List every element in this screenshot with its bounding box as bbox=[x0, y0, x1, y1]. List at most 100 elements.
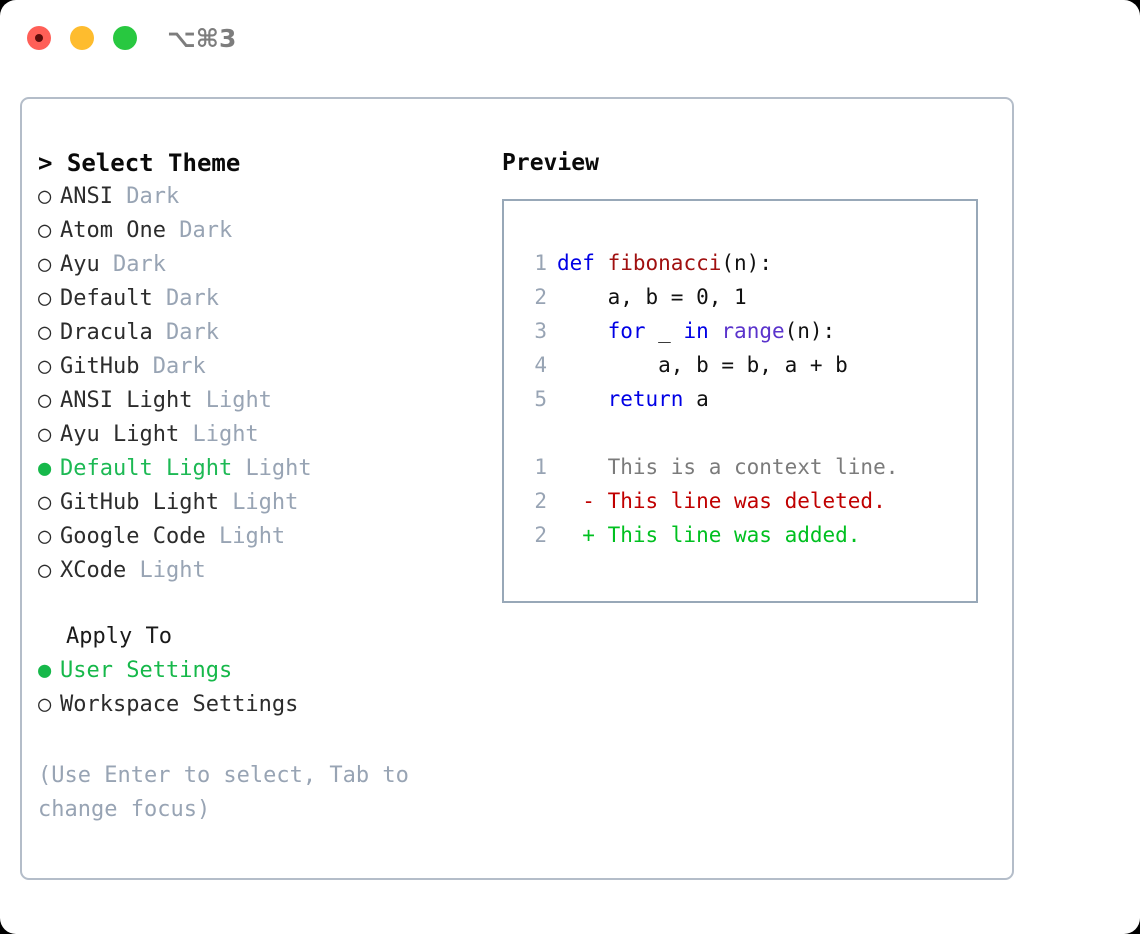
theme-list-item[interactable]: ○GitHub Light Light bbox=[38, 486, 478, 520]
radio-unselected-icon: ○ bbox=[38, 524, 52, 549]
diff-sample: 1 This is a context line. 2 - This line w… bbox=[521, 450, 898, 552]
theme-name-label: Dracula bbox=[60, 320, 166, 345]
radio-unselected-icon: ○ bbox=[38, 388, 52, 413]
theme-list-item[interactable]: ○ Google Code Light bbox=[38, 520, 478, 554]
theme-list-item[interactable]: ○ Ayu Dark bbox=[38, 248, 478, 282]
maximize-button-icon[interactable] bbox=[113, 26, 137, 50]
code-token: in bbox=[683, 319, 709, 343]
code-line: 2 a, b = 0, 1 bbox=[521, 280, 848, 314]
code-line-number: 2 bbox=[534, 285, 547, 309]
code-token: a bbox=[683, 387, 709, 411]
theme-name-label: GitHub Light bbox=[60, 490, 233, 515]
theme-name-label: GitHub bbox=[60, 354, 153, 379]
radio-unselected-icon: ○ bbox=[38, 184, 52, 209]
diff-line-number: 2 bbox=[534, 523, 547, 547]
code-token: _ bbox=[645, 319, 684, 343]
radio-unselected-icon: ○ bbox=[38, 490, 52, 515]
radio-unselected-icon: ○ bbox=[38, 252, 52, 277]
theme-category-tag: Dark bbox=[152, 354, 206, 379]
theme-list-column: > Select Theme ○ANSI Dark○Atom One Dark○… bbox=[38, 146, 478, 588]
theme-list-item[interactable]: ○ ANSI Light Light bbox=[38, 384, 478, 418]
apply-to-option[interactable]: ● User Settings bbox=[38, 654, 478, 688]
radio-selected-icon: ● bbox=[38, 456, 52, 481]
theme-category-tag: Light bbox=[192, 422, 259, 447]
theme-name-label: ANSI bbox=[60, 184, 127, 209]
radio-unselected-icon: ○ bbox=[38, 218, 52, 243]
code-indent bbox=[557, 387, 608, 411]
theme-category-tag: Dark bbox=[112, 252, 166, 277]
radio-unselected-icon: ○ bbox=[38, 286, 52, 311]
code-line: 3 for _ in range(n): bbox=[521, 314, 848, 348]
panel-columns: > Select Theme ○ANSI Dark○Atom One Dark○… bbox=[22, 99, 1012, 878]
code-token: a, b = b, a + b bbox=[658, 353, 848, 377]
theme-list-item[interactable]: ○ XCode Light bbox=[38, 554, 478, 588]
code-line-number: 5 bbox=[534, 387, 547, 411]
keyboard-shortcut-label: ⌥⌘3 bbox=[167, 24, 237, 53]
theme-category-tag: Dark bbox=[179, 218, 233, 243]
apply-to-heading: Apply To bbox=[66, 624, 172, 649]
apply-to-section: Apply To ● User Settings ○ Workspace Settin… bbox=[38, 620, 478, 722]
code-token: fibonacci bbox=[607, 251, 722, 275]
radio-unselected-icon: ○ bbox=[38, 320, 52, 345]
theme-category-tag: Dark bbox=[126, 184, 180, 209]
theme-category-tag: Light bbox=[205, 388, 272, 413]
theme-name-label: Ayu Light bbox=[60, 422, 193, 447]
theme-selector-panel: > Select Theme ○ANSI Dark○Atom One Dark○… bbox=[20, 97, 1014, 880]
theme-name-label: ANSI Light bbox=[60, 388, 206, 413]
code-line-number: 3 bbox=[534, 319, 547, 343]
apply-to-label: User Settings bbox=[60, 658, 233, 683]
theme-list-item[interactable]: ● Default Light Light bbox=[38, 452, 478, 486]
code-token: def bbox=[557, 251, 595, 275]
theme-name-label: Default Light bbox=[60, 456, 246, 481]
diff-line-text: This is a context line. bbox=[557, 455, 899, 479]
apply-to-label: Workspace Settings bbox=[60, 692, 299, 717]
radio-unselected-icon: ○ bbox=[38, 692, 52, 717]
close-button-icon[interactable] bbox=[27, 26, 51, 50]
theme-list-item[interactable]: ○ Default Dark bbox=[38, 282, 478, 316]
theme-list-item[interactable]: ○ Ayu Light Light bbox=[38, 418, 478, 452]
diff-line-number: 1 bbox=[534, 455, 547, 479]
diff-line: 2 - This line was deleted. bbox=[521, 484, 898, 518]
radio-unselected-icon: ○ bbox=[38, 422, 52, 447]
theme-category-tag: Light bbox=[139, 558, 206, 583]
code-token bbox=[595, 251, 608, 275]
minimize-button-icon[interactable] bbox=[70, 26, 94, 50]
theme-name-label: Ayu bbox=[60, 252, 113, 277]
code-indent bbox=[557, 285, 608, 309]
theme-name-label: Default bbox=[60, 286, 166, 311]
code-token: range bbox=[721, 319, 785, 343]
title-bar: ⌥⌘3 bbox=[0, 0, 1140, 78]
code-indent bbox=[557, 353, 658, 377]
theme-name-label: Atom One bbox=[60, 218, 180, 243]
diff-line-text: - This line was deleted. bbox=[557, 489, 886, 513]
diff-line-number: 2 bbox=[534, 489, 547, 513]
theme-category-tag: Light bbox=[218, 524, 286, 549]
code-line: 5 return a bbox=[521, 382, 848, 416]
code-token: a, b = 0, 1 bbox=[607, 285, 747, 309]
code-token: return bbox=[607, 387, 684, 411]
radio-selected-icon: ● bbox=[38, 658, 52, 683]
theme-list[interactable]: ○ ANSI Dark ○ Atom One Dark ○ Ayu Dark ○ Defaul… bbox=[38, 180, 478, 588]
theme-category-tag: Dark bbox=[165, 286, 219, 311]
theme-category-tag: Dark bbox=[165, 320, 219, 345]
preview-heading: Preview bbox=[502, 150, 599, 176]
theme-name-label: XCode bbox=[60, 558, 140, 583]
theme-category-tag: Light bbox=[245, 456, 312, 481]
code-line: 4 a, b = b, a + b bbox=[521, 348, 848, 382]
diff-line-text: + This line was added. bbox=[557, 523, 861, 547]
select-theme-heading: > Select Theme bbox=[38, 149, 241, 177]
theme-list-item[interactable]: ○ ANSI Dark bbox=[38, 180, 478, 214]
theme-list-item[interactable]: ○GitHub Dark bbox=[38, 350, 478, 384]
radio-unselected-icon: ○ bbox=[38, 558, 52, 583]
diff-line: 2 + This line was added. bbox=[521, 518, 898, 552]
theme-name-label: Google Code bbox=[60, 524, 219, 549]
code-token: for bbox=[607, 319, 646, 343]
theme-list-item[interactable]: ○ Dracula Dark bbox=[38, 316, 478, 350]
code-token bbox=[709, 319, 722, 343]
apply-to-options[interactable]: ● User Settings ○ Workspace Settings bbox=[38, 654, 478, 722]
apply-to-option[interactable]: ○ Workspace Settings bbox=[38, 688, 478, 722]
theme-list-item[interactable]: ○ Atom One Dark bbox=[38, 214, 478, 248]
